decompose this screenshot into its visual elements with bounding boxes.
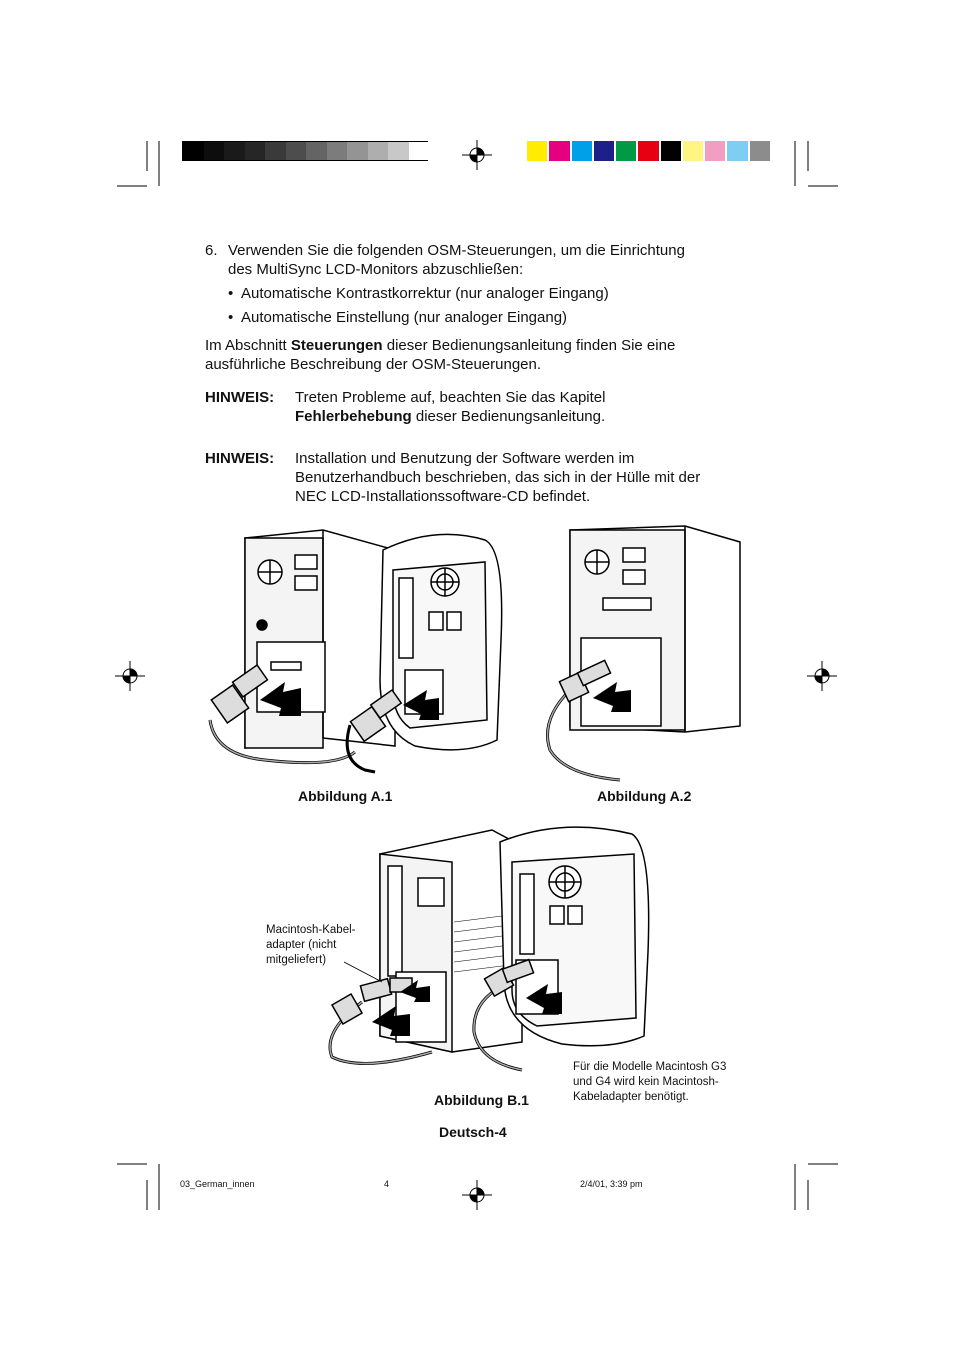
adapter-label-line-1: Macintosh-Kabel- [266, 924, 356, 936]
gray-swatch [244, 142, 265, 160]
note-2-line-3: NEC LCD-Installationssoftware-CD befinde… [295, 488, 591, 505]
color-swatch [571, 141, 592, 161]
note-label: HINWEIS: [205, 450, 275, 467]
footer-page-number: 4 [384, 1179, 390, 1189]
step-line-1: Verwenden Sie die folgenden OSM-Steuerun… [228, 242, 685, 259]
figure-caption-b1: Abbildung B.1 [434, 1092, 529, 1108]
gray-swatch [347, 142, 368, 160]
color-swatch [527, 141, 548, 161]
gray-swatch [224, 142, 245, 160]
color-swatch [593, 141, 615, 161]
figure-caption-a1: Abbildung A.1 [298, 788, 393, 804]
bullet-item-auto-contrast: Automatische Kontrastkorrektur (nur anal… [241, 285, 609, 302]
adapter-label-line-2: adapter (nicht [266, 939, 337, 951]
color-swatch [749, 141, 770, 161]
g3g4-note-line-1: Für die Modelle Macintosh G3 [573, 1061, 727, 1073]
gray-swatch [203, 142, 224, 160]
gray-swatch [388, 142, 409, 160]
step-number: 6. [205, 242, 218, 259]
section-ref-prefix: Im Abschnitt [205, 337, 291, 354]
bullet-marker: • [228, 285, 234, 302]
section-ref-suffix: dieser Bedienungsanleitung finden Sie ei… [382, 337, 676, 354]
color-swatch [660, 141, 681, 161]
gray-color-bar [182, 141, 429, 161]
gray-swatch [306, 142, 327, 160]
color-swatch [727, 141, 748, 161]
process-color-bar [526, 141, 771, 161]
color-swatch [638, 141, 659, 161]
section-reference-line-2: ausführliche Beschreibung der OSM-Steuer… [205, 356, 542, 373]
note-2-line-1: Installation und Benutzung der Software … [295, 450, 635, 467]
gray-swatch [285, 142, 306, 160]
footer-file-name: 03_German_innen [180, 1179, 255, 1189]
color-swatch [682, 141, 704, 161]
color-swatch [705, 141, 726, 161]
figure-caption-a2: Abbildung A.2 [597, 788, 692, 804]
color-swatch [549, 141, 570, 161]
registration-target-icon [462, 1180, 492, 1210]
registration-target-icon [807, 661, 837, 691]
note-1-line-1: Treten Probleme auf, beachten Sie das Ka… [295, 389, 606, 406]
figure-b1-illustration [328, 826, 650, 1072]
gray-swatch [265, 142, 286, 160]
note-2-line-2: Benutzerhandbuch beschrieben, das sich i… [295, 469, 701, 486]
gray-swatch [408, 142, 429, 160]
gray-swatch [326, 142, 347, 160]
figure-a1-illustration [208, 529, 503, 774]
figure-a2-illustration [546, 525, 741, 782]
gray-swatch [183, 142, 204, 160]
g3g4-note-line-3: Kabeladapter benötigt. [573, 1091, 689, 1103]
section-reference-line-1: Im Abschnitt Steuerungen dieser Bedienun… [205, 336, 675, 356]
bullet-marker: • [228, 309, 234, 326]
note-label: HINWEIS: [205, 389, 275, 406]
crop-marks-top [117, 141, 838, 187]
bullet-item-auto-adjust: Automatische Einstellung (nur analoger E… [241, 309, 568, 326]
crop-marks-bottom [117, 1163, 838, 1210]
color-swatch [616, 141, 637, 161]
step-line-2: des MultiSync LCD-Monitors abzuschließen… [228, 261, 524, 278]
gray-swatch [367, 142, 388, 160]
g3g4-note-line-2: und G4 wird kein Macintosh- [573, 1076, 719, 1088]
note-1-bold: Fehlerbehebung [295, 408, 412, 425]
note-1-suffix: dieser Bedienungsanleitung. [411, 408, 606, 425]
registration-target-icon [115, 661, 145, 691]
section-ref-bold: Steuerungen [290, 337, 383, 354]
adapter-label-line-3: mitgeliefert) [266, 954, 327, 966]
page-label: Deutsch-4 [439, 1124, 507, 1140]
note-1-line-2: Fehlerbehebung dieser Bedienungsanleitun… [295, 407, 605, 427]
footer-date: 2/4/01, 3:39 pm [580, 1179, 643, 1189]
registration-target-icon [462, 140, 492, 170]
